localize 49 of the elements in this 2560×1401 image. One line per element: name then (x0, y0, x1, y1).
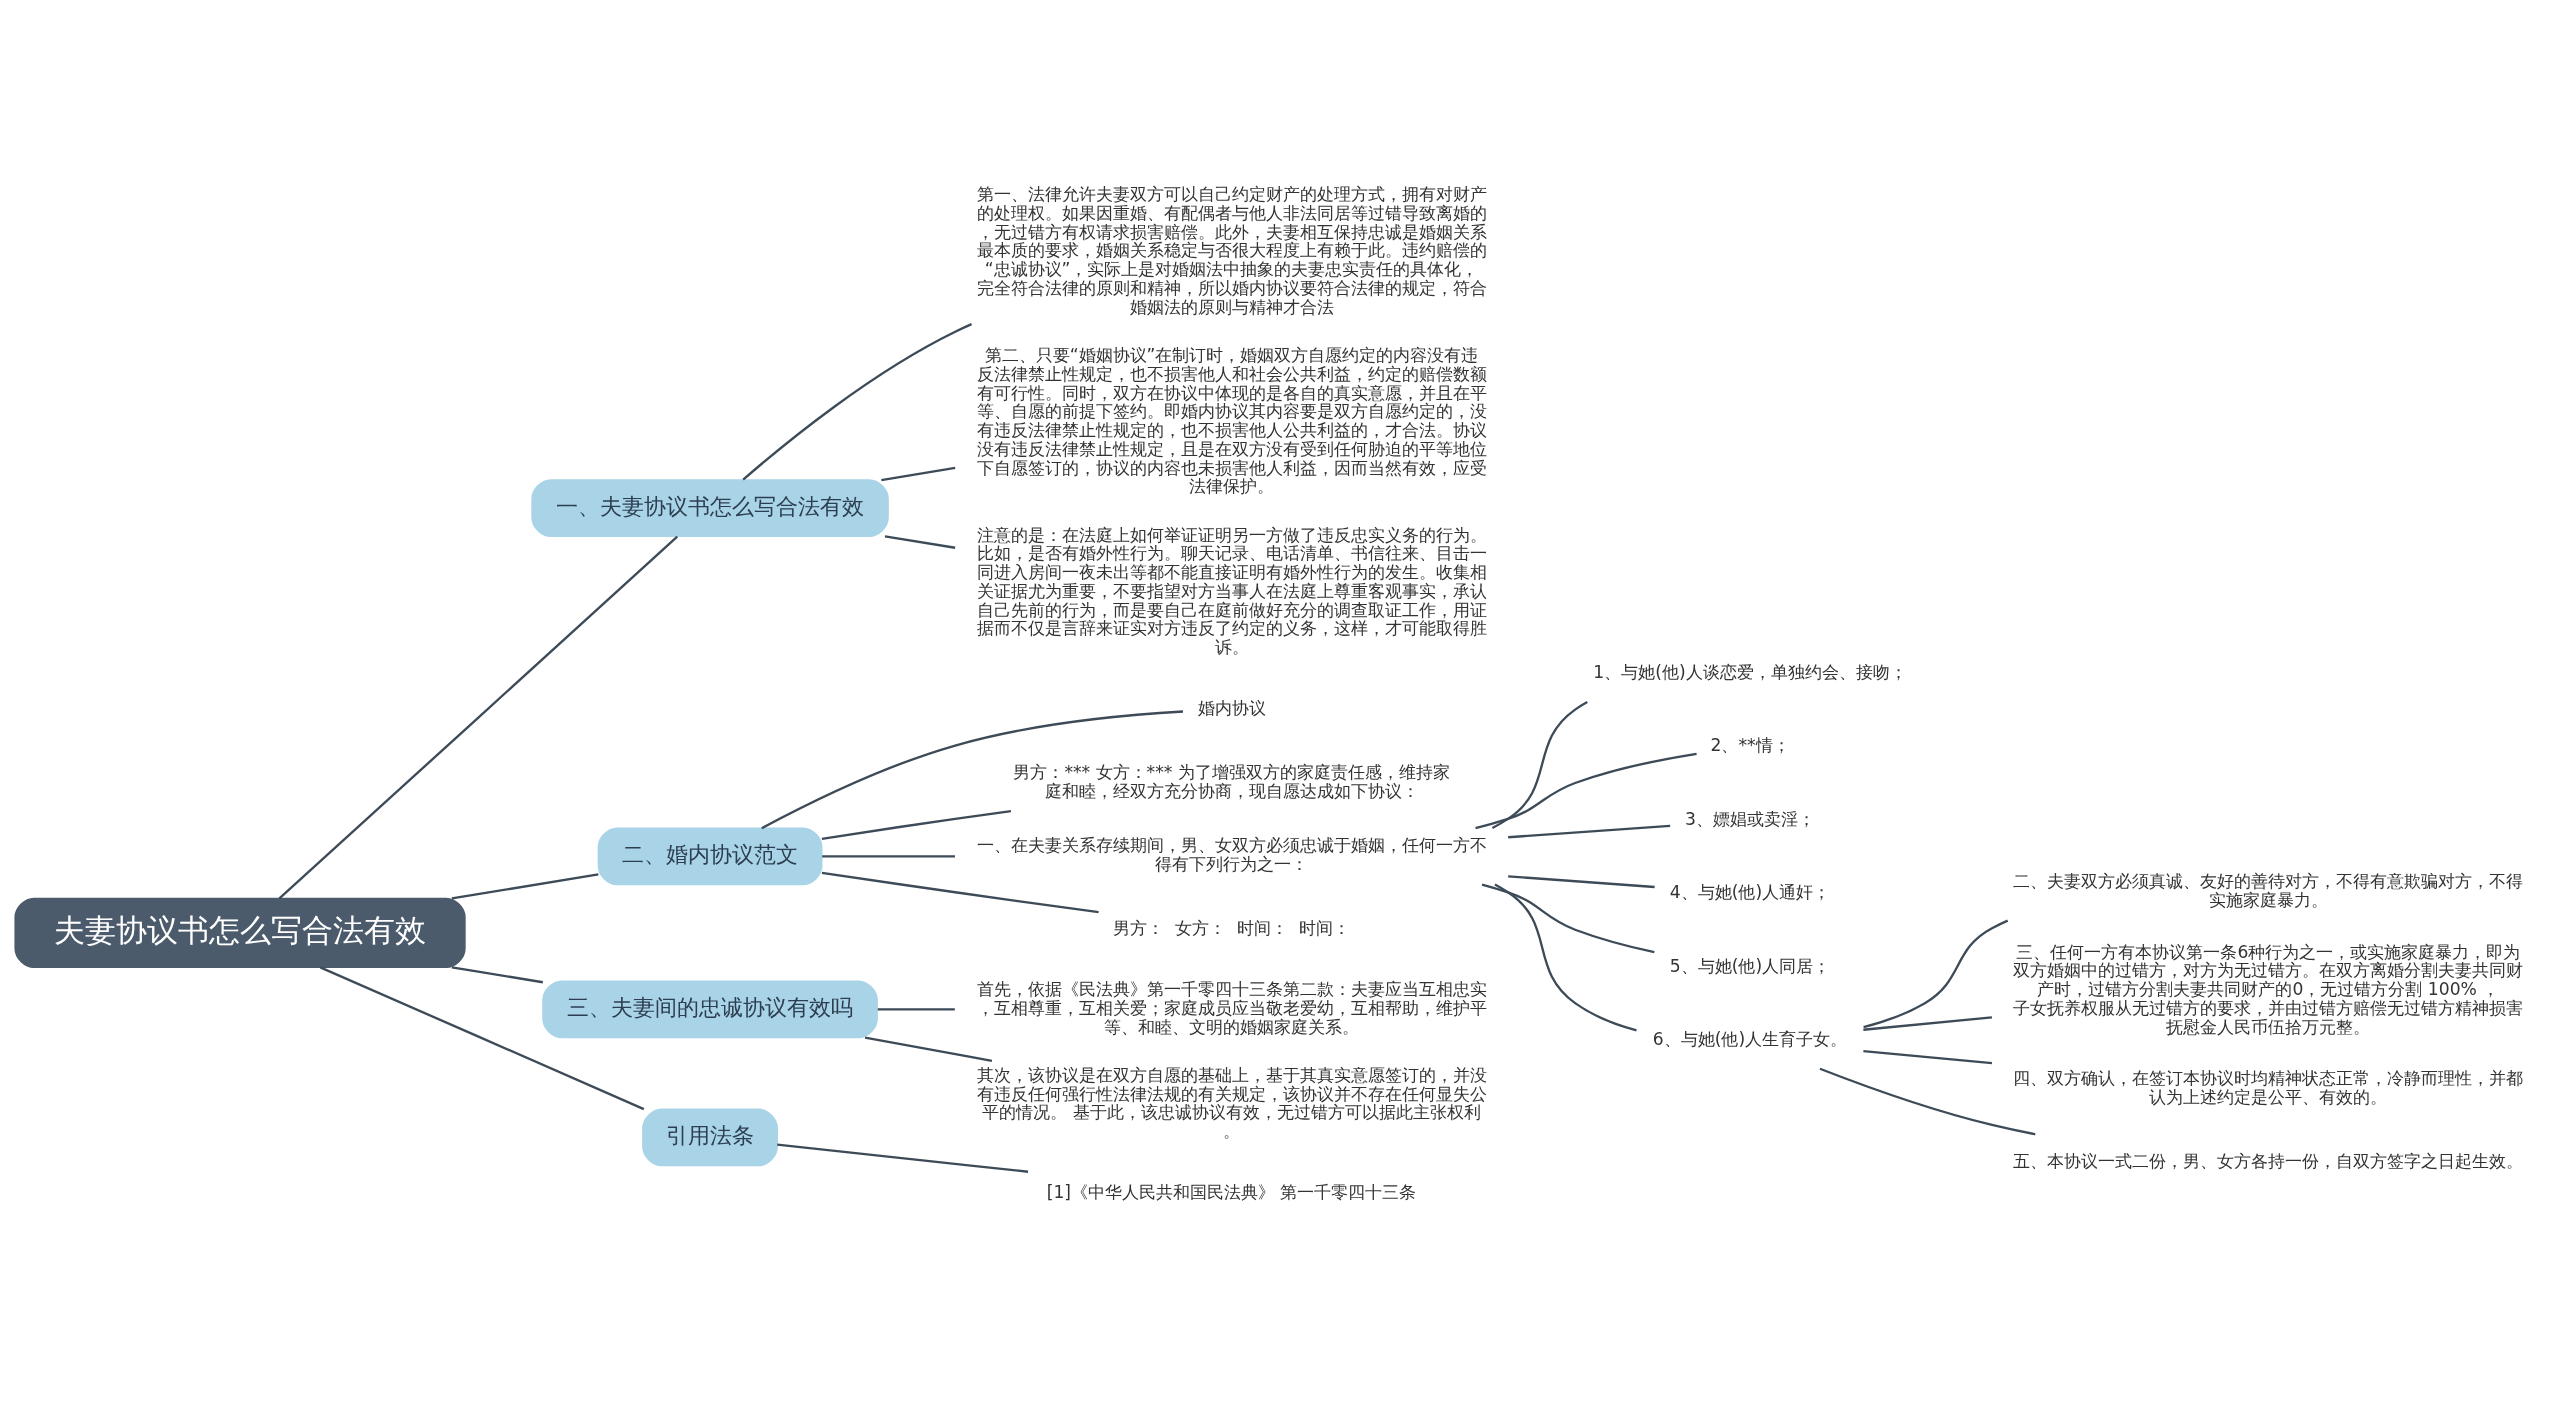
node-text: [1]《中华人民共和国民法典》 第一千零四十三条 (1046, 1181, 1417, 1202)
connector (278, 535, 679, 899)
node-text: 第二、只要“婚姻协议”在制订时，婚姻双方自愿约定的内容没有违反法律禁止性规定，也不损害他人和社会公共利益，约定的赔偿数额有可行性。同时，双方在协议中体现的是各自的真实意愿，并且在平等、自愿的前提下签约。即婚内协议其内容要是双方自愿约定的，没有违反法律禁止性规定的，也不损害他人公共利益的，才合法。协议没有违反法律禁止性规定，且是在双方没有受到任何胁迫的平等地位下自愿签订的，协议的内容也未损害他人利益，因而当然有效，应受法律保护。 (976, 344, 1487, 496)
connector (821, 871, 1099, 913)
node-text: 其次，该协议是在双方自愿的基础上，基于其真实意愿签订的，并没有违反任何强行性法律法规的有关规定，该协议并不存在任何显失公平的情况。 基于此，该忠诚协议有效，无过错方可以据此主张权利。 (976, 1064, 1487, 1141)
node-text: 4、与她(他)人通奸； (1669, 881, 1831, 902)
node-text: 四、双方确认，在签订本协议时均精神状态正常，冷静而理性，并都认为上述约定是公平、有效的。 (2013, 1067, 2524, 1107)
node-text: 第一、法律允许夫妻双方可以自己约定财产的处理方式，拥有对财产的处理权。如果因重婚、有配偶者与他人非法同居等过错导致离婚的，无过错方有权请求损害赔偿。此外，夫妻相互保持忠诚是婚姻关系最本质的要求，婚姻关系稳定与否很大程度上有赖于此。违约赔偿的“忠诚协议”，实际上是对婚姻法中抽象的夫妻忠实责任的具体化，完全符合法律的原则和精神，所以婚内协议要符合法律的规定，符合婚姻法的原则与精神才合法 (976, 183, 1487, 317)
connector (1491, 700, 1588, 829)
node-box: 二、婚内协议范文 (597, 827, 823, 885)
connector (1863, 919, 2009, 1028)
node-text: 婚内协议 (1197, 697, 1266, 718)
connector (451, 965, 543, 983)
connector (821, 809, 1012, 840)
connector (451, 872, 599, 900)
connector (1508, 874, 1655, 888)
connector (777, 1142, 1029, 1173)
node-text: 5、与她(他)人同居； (1669, 955, 1831, 976)
connector (1819, 1067, 2036, 1135)
connector (1481, 882, 1655, 953)
connector (1863, 1049, 1993, 1064)
connector (1508, 824, 1671, 838)
connector (742, 322, 973, 481)
node-box: 夫妻协议书怎么写合法有效 (14, 897, 466, 968)
connector (1863, 1015, 1993, 1031)
connector (884, 534, 956, 549)
connector (877, 1007, 955, 1011)
node-box: 引用法条 (642, 1108, 778, 1166)
connector (319, 965, 645, 1110)
node-text: 三、任何一方有本协议第一条6种行为之一，或实施家庭暴力，即为双方婚姻中的过错方，对方为无过错方。在双方离婚分割夫妻共同财产时，过错方分割夫妻共同财产的0，无过错方分割 100% ，子女抚养权服从无过错方的要求，并由过错方赔偿无过错方精神损害抚慰金人民币伍拾万元整。 (2013, 941, 2524, 1036)
node-box: 一、夫妻协议书怎么写合法有效 (531, 478, 889, 537)
connector (864, 1035, 993, 1062)
node-text: 二、夫妻双方必须真诚、友好的善待对方，不得有意欺骗对方，不得实施家庭暴力。 (2013, 870, 2524, 910)
connector (761, 709, 1184, 829)
connector (822, 854, 955, 858)
node-text: 首先，依据《民法典》第一千零四十三条第二款：夫妻应当互相忠实，互相尊重，互相关爱；家庭成员应当敬老爱幼，互相帮助，维护平等、和睦、文明的婚姻家庭关系。 (976, 978, 1487, 1036)
node-text: 2、**情； (1710, 734, 1790, 755)
connector (881, 466, 956, 481)
node-text: 6、与她(他)人生育子女。 (1652, 1028, 1848, 1049)
node-text: 注意的是：在法庭上如何举证证明另一方做了违反忠实义务的行为。比如，是否有婚外性行为。聊天记录、电话清单、书信往来、目击一同进入房间一夜未出等都不能直接证明有婚外性行为的发生。收集相关证据尤为重要，不要指望对方当事人在法庭上尊重客观事实，承认自己先前的行为，而是要自己在庭前做好充分的调查取证工作，用证据而不仅是言辞来证实对方违反了约定的义务，这样，才可能取得胜诉。 (976, 524, 1487, 657)
node-box: 三、夫妻间的忠诚协议有效吗 (542, 980, 878, 1038)
connector (1494, 882, 1637, 1031)
node-text: 1、与她(他)人谈恋爱，单独约会、接吻； (1593, 661, 1907, 682)
node-text: 3、嫖娼或卖淫； (1685, 808, 1815, 829)
node-text: 一、在夫妻关系存续期间，男、女双方必须忠诚于婚姻，任何一方不得有下列行为之一： (976, 834, 1487, 874)
node-text: 男方：*** 女方：*** 为了增强双方的家庭责任感，维持家庭和睦，经双方充分协商，现自愿达成如下协议： (1013, 761, 1450, 801)
connector (1475, 752, 1697, 829)
node-text: 五、本协议一式二份，男、女方各持一份，自双方签字之日起生效。 (2013, 1150, 2524, 1171)
node-text: 男方： 女方： 时间： 时间： (1113, 917, 1350, 938)
